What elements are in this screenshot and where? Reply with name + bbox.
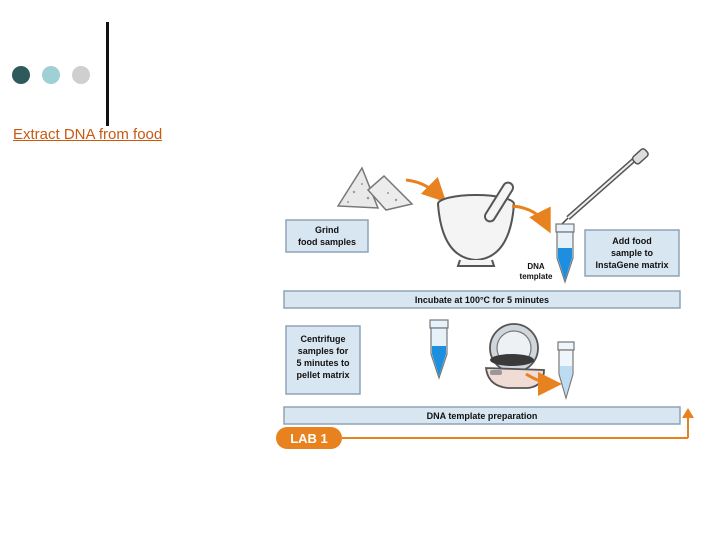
sample-tube-right [557, 341, 575, 401]
food-samples-icon [336, 166, 414, 211]
title-divider [106, 22, 109, 126]
centrifuge-line3: 5 minutes to [296, 358, 350, 368]
slide-title-link[interactable]: Extract DNA from food [13, 126, 163, 143]
bullet-dot-light [42, 66, 60, 84]
lab-badge [276, 427, 342, 449]
lab-bracket-arrowhead [682, 408, 694, 418]
arrow-mortar-to-tube [511, 204, 551, 234]
add-line2: sample to [611, 248, 654, 258]
add-line3: InstaGene matrix [595, 260, 668, 270]
tube-label-line2: template [520, 272, 553, 281]
step-bar-incubate [283, 290, 681, 309]
sample-tube-left [429, 319, 449, 380]
pipette-icon [561, 148, 649, 225]
lab-badge-text: LAB 1 [290, 431, 328, 446]
tube-label-line1: DNA [527, 262, 545, 271]
dna-template-tube [555, 223, 575, 284]
grind-line2: food samples [298, 237, 356, 247]
centrifuge-line1: Centrifuge [301, 334, 346, 344]
dna-extraction-diagram: DNA template Grind food samples Add food… [276, 148, 694, 449]
mortar-pestle-icon [437, 181, 515, 267]
step-box-grind [285, 219, 369, 253]
bullet-dot-dark [12, 66, 30, 84]
centrifuge-line4: pellet matrix [296, 370, 349, 380]
bullet-dot-gray [72, 66, 90, 84]
dna-prep-text: DNA template preparation [427, 411, 538, 421]
incubate-text: Incubate at 100°C for 5 minutes [415, 295, 549, 305]
add-line1: Add food [612, 236, 652, 246]
centrifuge-line2: samples for [298, 346, 349, 356]
step-box-add-food [584, 229, 680, 277]
arrow-food-to-mortar [405, 176, 447, 203]
grind-line1: Grind [315, 225, 339, 235]
step-bar-dna-prep [283, 406, 681, 425]
arrow-centrifuge-to-tube [525, 371, 562, 396]
step-box-centrifuge [285, 325, 361, 395]
centrifuge-icon [484, 323, 545, 389]
